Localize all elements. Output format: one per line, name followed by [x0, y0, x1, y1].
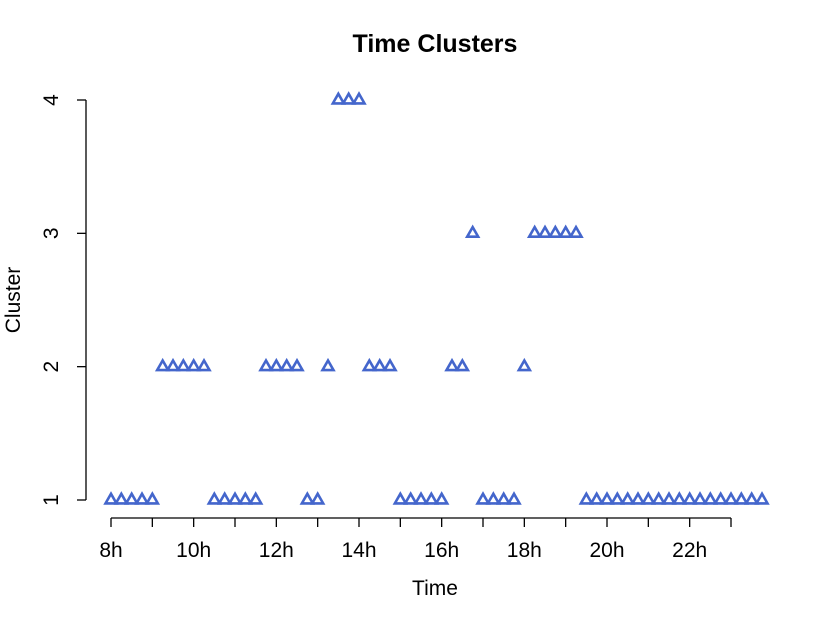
data-point: [743, 491, 760, 505]
data-point: [330, 91, 347, 105]
data-point: [578, 491, 595, 505]
data-point: [423, 491, 440, 505]
data-point: [103, 491, 119, 505]
data-point: [516, 357, 533, 372]
x-tick-label: 12h: [259, 539, 294, 562]
data-point: [340, 91, 357, 105]
data-point: [413, 491, 429, 505]
data-point: [588, 491, 605, 505]
data-point: [506, 491, 522, 505]
data-point: [557, 224, 574, 239]
data-point: [754, 491, 770, 505]
y-tick-label: 2: [40, 361, 63, 373]
data-point: [289, 357, 305, 372]
data-point: [278, 357, 295, 372]
data-point: [247, 491, 264, 505]
data-point: [185, 357, 202, 372]
x-tick-label: 14h: [341, 539, 376, 562]
data-point: [526, 224, 543, 239]
data-point: [599, 491, 615, 505]
data-point: [237, 491, 254, 505]
data-point: [165, 357, 181, 372]
data-point: [661, 491, 677, 505]
x-axis-label: Time: [412, 577, 458, 600]
data-point: [681, 491, 698, 505]
data-point: [113, 491, 130, 505]
data-point: [227, 491, 243, 505]
y-axis: 1 2 3 4: [40, 94, 87, 506]
y-tick-label: 3: [40, 227, 63, 239]
data-point: [134, 491, 150, 505]
data-point: [671, 491, 688, 505]
data-point: [351, 91, 367, 105]
data-point: [196, 357, 212, 372]
data-point: [475, 491, 491, 505]
data-point: [402, 491, 419, 505]
data-point: [630, 491, 646, 505]
data-point: [392, 491, 409, 505]
data-point: [216, 491, 233, 505]
data-point: [361, 357, 378, 372]
data-point: [258, 357, 274, 372]
x-tick-label: 10h: [176, 539, 211, 562]
data-point: [692, 491, 708, 505]
data-point: [206, 491, 223, 505]
x-tick-label: 8h: [99, 539, 122, 562]
data-point: [433, 491, 450, 505]
data-point: [299, 491, 316, 505]
data-point: [123, 491, 140, 505]
data-point: [723, 491, 739, 505]
y-tick-label: 1: [40, 494, 63, 506]
data-point: [495, 491, 512, 505]
data-point: [454, 357, 471, 372]
x-tick-label: 22h: [672, 539, 707, 562]
data-point: [537, 224, 553, 239]
data-points: [103, 91, 770, 505]
data-point: [733, 491, 750, 505]
data-point: [609, 491, 626, 505]
data-point: [382, 357, 398, 372]
data-point: [268, 357, 285, 372]
data-point: [309, 491, 326, 505]
data-point: [485, 491, 502, 505]
data-point: [640, 491, 657, 505]
x-axis: 8h 10h 12h 14h 16h 18h 20h 22h: [99, 517, 732, 562]
x-tick-label: 16h: [424, 539, 459, 562]
y-tick-label: 4: [40, 94, 63, 106]
data-point: [712, 491, 729, 505]
x-tick-label: 20h: [589, 539, 624, 562]
data-point: [619, 491, 636, 505]
data-point: [464, 224, 481, 239]
data-point: [650, 491, 667, 505]
data-point: [547, 224, 564, 239]
data-point: [568, 224, 584, 239]
data-point: [144, 491, 161, 505]
data-point: [320, 357, 336, 372]
data-point: [175, 357, 192, 372]
data-point: [444, 357, 460, 372]
data-point: [154, 357, 171, 372]
data-point: [702, 491, 719, 505]
y-axis-label: Cluster: [2, 267, 25, 334]
data-point: [371, 357, 388, 372]
x-tick-label: 18h: [507, 539, 542, 562]
chart-title: Time Clusters: [353, 30, 518, 58]
